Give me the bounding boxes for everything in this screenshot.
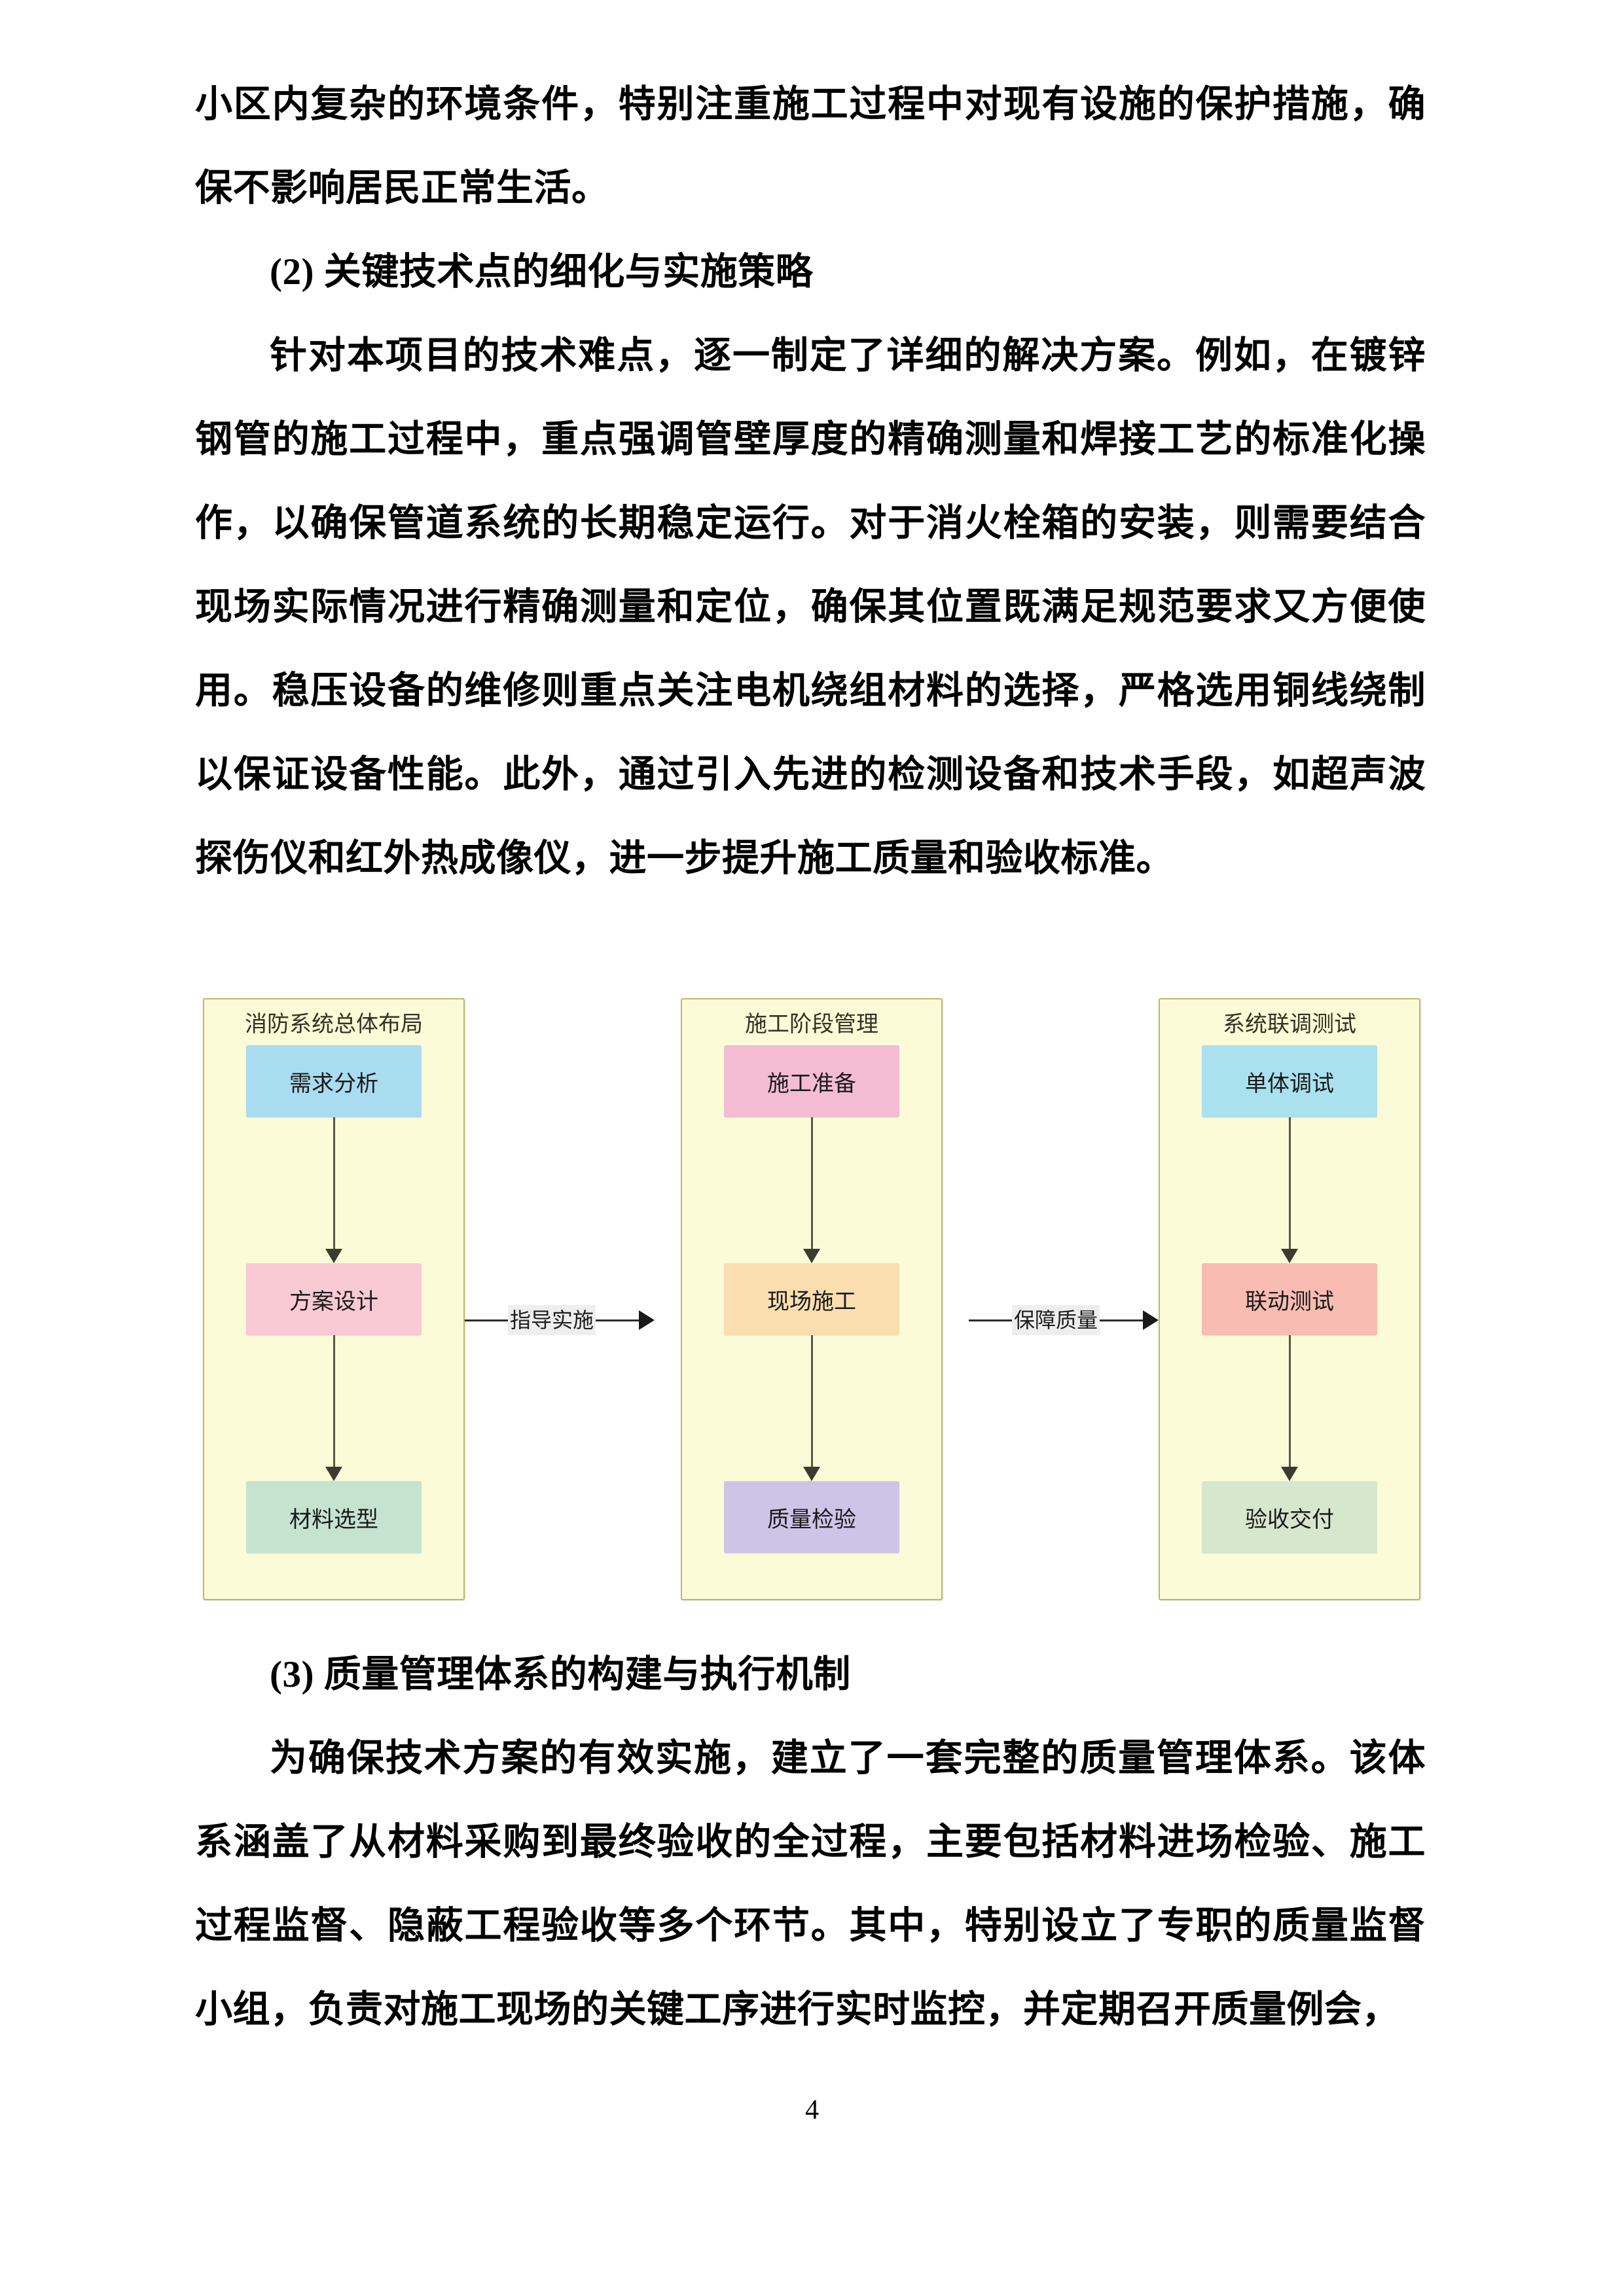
cluster-bottom-padding	[808, 1553, 815, 1599]
node-label: 材料选型	[289, 1507, 378, 1532]
connector-line	[969, 1319, 1012, 1321]
cluster-bottom-padding	[331, 1553, 337, 1599]
node-label: 联动测试	[1245, 1289, 1334, 1314]
node-site-construction[interactable]: 现场施工	[724, 1263, 899, 1335]
arrow-head-icon	[1281, 1249, 1298, 1263]
cluster-title-2: 施工阶段管理	[745, 1012, 878, 1037]
connector-label-1: 指导实施	[508, 1305, 596, 1335]
node-requirement-analysis[interactable]: 需求分析	[246, 1045, 422, 1117]
edge-line	[810, 1117, 813, 1251]
section-heading-2: (2) 关键技术点的细化与实施策略	[270, 251, 814, 293]
node-construction-preparation[interactable]: 施工准备	[724, 1045, 899, 1117]
cluster-system-commissioning-test: 系统联调测试 单体调试 联动测试 验收交付	[1159, 998, 1420, 1600]
edge-1-2	[246, 1335, 422, 1481]
page-number: 4	[805, 2095, 819, 2125]
connector-line	[1100, 1319, 1144, 1321]
flowchart-diagram: 消防系统总体布局 需求分析 方案设计 材料选型	[203, 998, 1420, 1600]
document-body: 小区内复杂的环境条件，特别注重施工过程中对现有设施的保护措施，确保不影响居民正常…	[195, 63, 1426, 901]
arrow-head-icon	[1143, 1310, 1159, 1330]
arrow-head-icon	[803, 1467, 820, 1481]
edge-line	[1288, 1335, 1291, 1469]
document-body-lower: (3) 质量管理体系的构建与执行机制 为确保技术方案的有效实施，建立了一套完整的…	[195, 1633, 1426, 2052]
node-unit-commissioning[interactable]: 单体调试	[1202, 1045, 1377, 1117]
edge-3-1	[1202, 1117, 1377, 1263]
arrow-head-icon	[325, 1467, 342, 1481]
cluster-construction-stage-management: 施工阶段管理 施工准备 现场施工 质量检验	[681, 998, 943, 1600]
node-label: 施工准备	[767, 1071, 856, 1096]
node-quality-inspection[interactable]: 质量检验	[724, 1481, 899, 1553]
node-label: 质量检验	[767, 1507, 856, 1532]
arrow-head-icon	[325, 1249, 342, 1263]
paragraph-1: 小区内复杂的环境条件，特别注重施工过程中对现有设施的保护措施，确保不影响居民正常…	[195, 84, 1426, 209]
connector-ensure-quality: 保障质量	[969, 1300, 1159, 1340]
cluster-fire-system-layout: 消防系统总体布局 需求分析 方案设计 材料选型	[203, 998, 465, 1600]
section-heading-3: (3) 质量管理体系的构建与执行机制	[270, 1654, 851, 1695]
connector-line	[465, 1319, 508, 1321]
cluster-bottom-padding	[1286, 1553, 1293, 1599]
flowchart-cluster-row: 消防系统总体布局 需求分析 方案设计 材料选型	[203, 998, 1420, 1600]
node-label: 验收交付	[1245, 1507, 1334, 1532]
edge-2-2	[724, 1335, 899, 1481]
paragraph-3: 针对本项目的技术难点，逐一制定了详细的解决方案。例如，在镀锌钢管的施工过程中，重…	[195, 335, 1426, 879]
cluster-title-1: 消防系统总体布局	[245, 1012, 423, 1037]
edge-3-2	[1202, 1335, 1377, 1481]
arrow-head-icon	[1281, 1467, 1298, 1481]
node-scheme-design[interactable]: 方案设计	[246, 1263, 422, 1335]
node-label: 需求分析	[289, 1071, 378, 1096]
connector-line	[596, 1319, 640, 1321]
arrow-head-icon	[639, 1310, 655, 1330]
arrow-head-icon	[803, 1249, 820, 1263]
edge-line	[1288, 1117, 1291, 1251]
connector-guide-implementation: 指导实施	[465, 1300, 655, 1340]
node-label: 现场施工	[767, 1289, 856, 1314]
node-material-selection[interactable]: 材料选型	[246, 1481, 422, 1553]
edge-line	[333, 1335, 335, 1469]
connector-label-2: 保障质量	[1012, 1305, 1100, 1335]
paragraph-5: 为确保技术方案的有效实施，建立了一套完整的质量管理体系。该体系涵盖了从材料采购到…	[195, 1738, 1426, 2030]
edge-1-1	[246, 1117, 422, 1263]
node-acceptance-delivery[interactable]: 验收交付	[1202, 1481, 1377, 1553]
edge-line	[333, 1117, 335, 1251]
edge-line	[810, 1335, 813, 1469]
edge-2-1	[724, 1117, 899, 1263]
cluster-title-3: 系统联调测试	[1223, 1012, 1356, 1037]
node-linkage-test[interactable]: 联动测试	[1202, 1263, 1377, 1335]
node-label: 单体调试	[1245, 1071, 1334, 1096]
node-label: 方案设计	[289, 1289, 378, 1314]
